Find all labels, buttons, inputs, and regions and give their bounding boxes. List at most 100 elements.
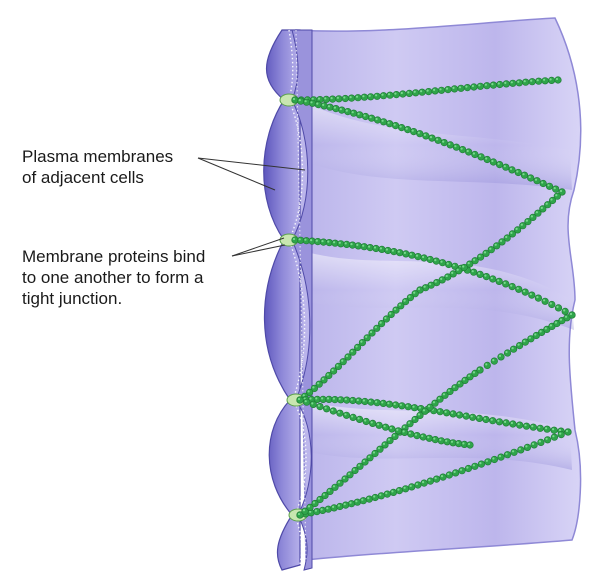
protein-bead bbox=[383, 490, 391, 498]
protein-bead bbox=[490, 455, 499, 464]
protein-bead bbox=[564, 428, 572, 436]
protein-bead bbox=[462, 412, 470, 420]
protein-bead-highlight bbox=[337, 481, 341, 484]
protein-bead-highlight bbox=[387, 402, 390, 405]
protein-bead bbox=[510, 448, 518, 456]
protein-bead bbox=[407, 430, 415, 438]
protein-bead-highlight bbox=[375, 117, 378, 121]
protein-bead bbox=[379, 92, 388, 100]
protein-bead-highlight bbox=[292, 237, 296, 241]
protein-bead bbox=[541, 77, 549, 85]
protein-bead bbox=[392, 121, 400, 130]
protein-bead-highlight bbox=[509, 167, 513, 170]
protein-bead-highlight bbox=[298, 99, 301, 102]
protein-bead-highlight bbox=[556, 305, 559, 308]
protein-bead-highlight bbox=[324, 406, 327, 409]
protein-bead-highlight bbox=[396, 428, 399, 431]
protein-bead bbox=[522, 422, 531, 430]
protein-bead bbox=[446, 141, 454, 149]
protein-bead bbox=[414, 481, 422, 489]
protein-bead-highlight bbox=[372, 451, 376, 454]
protein-bead bbox=[356, 415, 364, 424]
protein-bead-highlight bbox=[479, 154, 482, 157]
protein-bead-highlight bbox=[309, 510, 312, 513]
protein-bead-highlight bbox=[490, 418, 493, 421]
protein-bead-highlight bbox=[452, 264, 455, 267]
protein-bead-highlight bbox=[457, 381, 461, 385]
protein-bead-highlight bbox=[377, 447, 381, 450]
protein-bead-highlight bbox=[472, 371, 476, 374]
protein-bead bbox=[433, 475, 441, 483]
protein-bead bbox=[568, 311, 576, 319]
protein-bead bbox=[398, 123, 406, 132]
protein-bead-highlight bbox=[367, 455, 371, 458]
protein-bead bbox=[372, 244, 380, 253]
protein-bead-highlight bbox=[434, 477, 437, 480]
protein-bead-highlight bbox=[554, 321, 558, 324]
protein-bead-highlight bbox=[456, 441, 459, 444]
protein-bead-highlight bbox=[545, 427, 548, 430]
protein-bead bbox=[405, 89, 413, 97]
protein-bead-highlight bbox=[326, 507, 329, 510]
protein-bead-highlight bbox=[549, 78, 552, 81]
protein-bead-highlight bbox=[393, 308, 397, 311]
protein-bead-highlight bbox=[440, 475, 444, 478]
protein-bead-highlight bbox=[539, 330, 542, 333]
protein-bead-highlight bbox=[477, 416, 480, 419]
protein-bead-highlight bbox=[446, 262, 449, 265]
protein-bead-highlight bbox=[439, 88, 442, 91]
protein-bead bbox=[336, 502, 344, 511]
protein-bead bbox=[477, 153, 485, 161]
protein-bead-highlight bbox=[324, 97, 327, 100]
protein-bead-highlight bbox=[484, 83, 487, 86]
protein-bead-highlight bbox=[528, 175, 531, 179]
protein-bead bbox=[373, 399, 381, 407]
protein-bead-highlight bbox=[520, 223, 523, 226]
protein-bead-highlight bbox=[397, 250, 400, 253]
protein-bead bbox=[508, 283, 516, 291]
protein-bead-highlight bbox=[492, 457, 495, 460]
protein-bead-highlight bbox=[523, 340, 526, 343]
protein-bead-highlight bbox=[321, 377, 325, 380]
protein-bead-highlight bbox=[517, 80, 520, 83]
protein-bead-highlight bbox=[451, 411, 454, 414]
protein-bead-highlight bbox=[456, 268, 459, 271]
protein-bead bbox=[375, 421, 383, 429]
protein-bead-highlight bbox=[417, 287, 421, 291]
protein-bead bbox=[449, 410, 457, 418]
protein-bead bbox=[323, 405, 331, 413]
protein-bead bbox=[356, 111, 364, 119]
protein-bead bbox=[395, 487, 404, 495]
protein-bead-highlight bbox=[467, 262, 470, 265]
protein-bead-highlight bbox=[352, 468, 356, 471]
protein-bead-highlight bbox=[350, 243, 353, 246]
protein-bead-highlight bbox=[387, 121, 390, 124]
protein-bead-highlight bbox=[355, 500, 358, 503]
protein-bead bbox=[495, 277, 503, 286]
protein-bead-highlight bbox=[373, 495, 376, 498]
protein-bead-highlight bbox=[321, 397, 324, 400]
protein-bead-highlight bbox=[365, 335, 368, 338]
protein-bead bbox=[367, 398, 375, 406]
protein-bead-highlight bbox=[452, 86, 455, 89]
protein-bead-highlight bbox=[327, 240, 330, 243]
protein-bead-highlight bbox=[423, 133, 426, 136]
protein-bead-highlight bbox=[337, 504, 340, 507]
protein-bead-highlight bbox=[440, 277, 443, 280]
protein-bead bbox=[495, 418, 504, 426]
protein-bead bbox=[342, 411, 351, 419]
protein-bead-highlight bbox=[563, 309, 566, 312]
protein-bead-highlight bbox=[402, 430, 405, 433]
protein-bead bbox=[550, 433, 559, 441]
protein-bead bbox=[322, 95, 330, 103]
protein-bead bbox=[445, 260, 453, 269]
protein-bead bbox=[529, 423, 537, 431]
protein-bead-highlight bbox=[462, 378, 466, 381]
protein-bead-highlight bbox=[349, 96, 352, 99]
protein-bead bbox=[419, 433, 427, 441]
protein-bead-highlight bbox=[379, 247, 382, 250]
protein-bead-highlight bbox=[383, 425, 386, 428]
protein-bead-highlight bbox=[304, 238, 307, 241]
protein-bead-highlight bbox=[312, 386, 315, 389]
protein-bead bbox=[432, 257, 440, 265]
